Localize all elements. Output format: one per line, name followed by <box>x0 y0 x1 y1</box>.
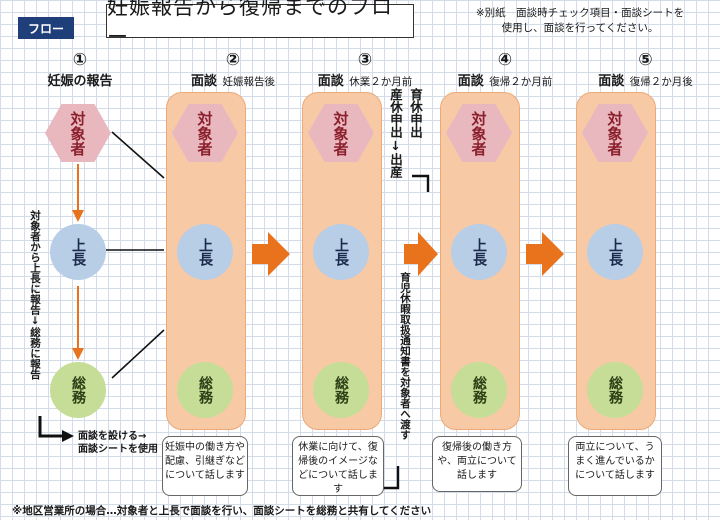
boss-node-step1: 上長 <box>50 224 106 280</box>
step4-timing: 復帰２か月前 <box>489 76 553 88</box>
target-label: 対象者 <box>331 110 350 156</box>
step2-title: 面談 <box>190 74 217 89</box>
step3-description: 休業に向けて、復帰後のイメージなどについて話します <box>292 436 384 496</box>
step5-timing: 復帰２か月後 <box>629 76 693 88</box>
general-node-step4: 総務 <box>451 362 507 418</box>
meeting-bent-arrow-head <box>62 430 74 442</box>
boss-node-step5: 上長 <box>587 224 643 280</box>
maternity-leave-birth: 産休申出↓出産 <box>388 88 403 178</box>
flow-arrow-4-5 <box>526 232 564 276</box>
leave-notice-text: 育児休暇取扱通知書を対象者へ渡す <box>399 272 411 440</box>
step1-header: ① 妊娠の報告 <box>30 50 130 89</box>
boss-label: 上長 <box>333 238 349 266</box>
step2-timing: 妊娠報告後 <box>222 76 276 88</box>
target-label: 対象者 <box>195 110 214 156</box>
flow-arrow-2-3 <box>252 232 290 276</box>
boss-label: 上長 <box>70 238 86 266</box>
step4-header: ④ 面談 復帰２か月前 <box>440 50 570 89</box>
boss-node-step4: 上長 <box>451 224 507 280</box>
general-label: 総務 <box>607 376 623 404</box>
set-meeting-note: 面談を設ける→ 面談シートを使用 <box>78 430 178 456</box>
header-note: ※別紙 面談時チェック項目・面談シートを 使用し、面談を行ってください。 <box>455 6 705 36</box>
report-arrow-1-head <box>72 210 84 222</box>
header-note-line2: 使用し、面談を行ってください。 <box>501 22 659 34</box>
leave-bent-marker <box>382 466 400 490</box>
general-node-step2: 総務 <box>177 362 233 418</box>
general-label: 総務 <box>197 376 213 404</box>
report-flow-text: 対象者から上長に報告↓総務に報告 <box>29 210 41 380</box>
connector-general-to-column <box>111 329 165 379</box>
step2-description: 妊娠中の働き方や配慮、引継ぎなどについて話します <box>162 436 248 496</box>
target-label: 対象者 <box>469 110 488 156</box>
boss-label: 上長 <box>471 238 487 266</box>
general-label: 総務 <box>70 376 86 404</box>
step1-number: ① <box>72 50 88 70</box>
footer-note: ※地区営業所の場合…対象者と上長で面談を行い、面談シートを総務と共有してください <box>12 505 432 517</box>
step5-number: ⑤ <box>638 50 653 70</box>
section-badge: フロー <box>18 17 74 39</box>
step4-number: ④ <box>497 50 513 70</box>
set-meeting-line2: 面談シートを使用 <box>78 444 158 455</box>
childcare-leave-request: 育休申出 <box>408 88 423 138</box>
step3-timing: 休業２か月前 <box>349 76 413 88</box>
general-node-step1: 総務 <box>50 362 106 418</box>
step2-number: ② <box>225 50 241 70</box>
general-label: 総務 <box>333 376 349 404</box>
step3-title: 面談 <box>317 74 344 89</box>
step4-description: 復帰後の働き方や、両立について話します <box>432 436 522 492</box>
step3-header: ③ 面談 休業２か月前 <box>300 50 430 89</box>
boss-node-step2: 上長 <box>177 224 233 280</box>
connector-target-to-column <box>111 131 165 179</box>
step3-number: ③ <box>357 50 373 70</box>
step5-title: 面談 <box>598 74 625 89</box>
step4-title: 面談 <box>457 74 484 89</box>
general-node-step3: 総務 <box>313 362 369 418</box>
step2-header: ② 面談 妊娠報告後 <box>168 50 298 89</box>
set-meeting-line1: 面談を設ける→ <box>78 431 147 442</box>
boss-label: 上長 <box>197 238 213 266</box>
step1-title: 妊娠の報告 <box>47 74 113 89</box>
report-arrow-2-head <box>72 348 84 360</box>
step5-description: 両立について、うまく進んでいるかについて話します <box>568 436 662 496</box>
boss-node-step3: 上長 <box>313 224 369 280</box>
birth-bent-marker <box>412 174 430 192</box>
boss-label: 上長 <box>607 238 623 266</box>
general-node-step5: 総務 <box>587 362 643 418</box>
step5-header: ⑤ 面談 復帰２か月後 <box>578 50 713 89</box>
page-title: 妊娠報告から復帰までのフロー <box>106 0 414 49</box>
target-label: 対象者 <box>605 110 624 156</box>
general-label: 総務 <box>471 376 487 404</box>
meeting-bent-arrow <box>38 416 64 438</box>
flow-arrow-3-4 <box>404 232 438 276</box>
header-note-line1: ※別紙 面談時チェック項目・面談シートを <box>475 7 685 19</box>
target-label: 対象者 <box>68 110 87 156</box>
